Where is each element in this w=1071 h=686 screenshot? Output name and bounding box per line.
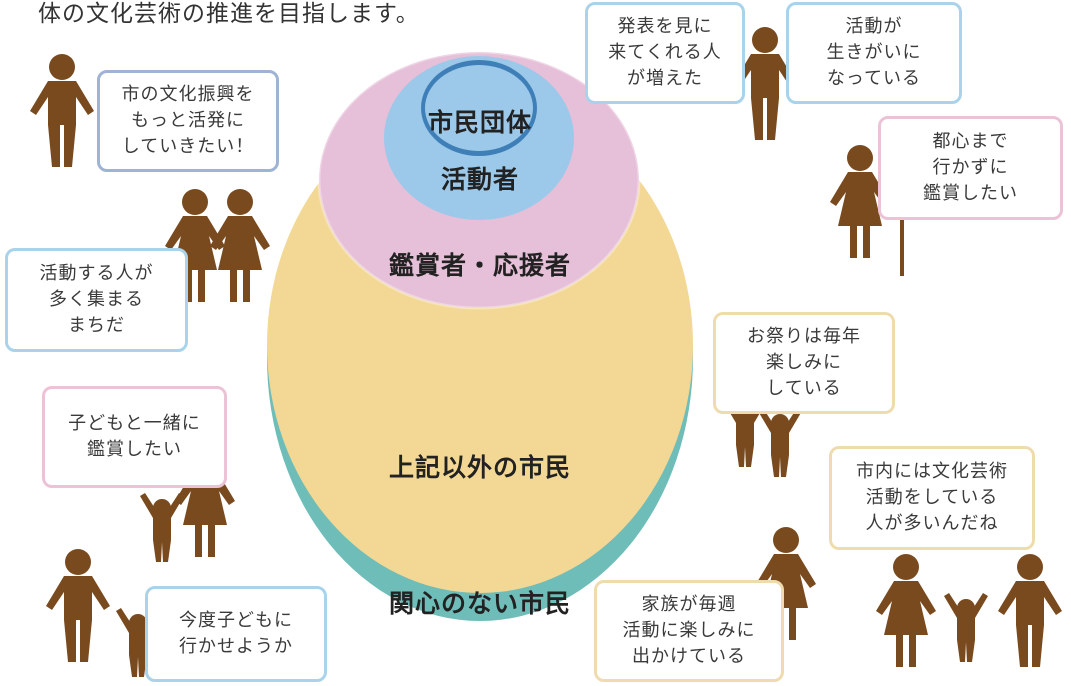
woman-icon	[210, 189, 270, 302]
ring-label-others: 上記以外の市民	[388, 453, 572, 482]
woman-icon	[876, 554, 936, 667]
ring-label-activists: 活動者	[440, 165, 520, 194]
bubble-promote-culture: 市の文化振興を もっと活発に していきたい！	[97, 70, 279, 172]
bubble-family-weekly: 家族が毎週 活動に楽しみに 出かけている	[594, 580, 784, 682]
bubble-festival: お祭りは毎年 楽しみに している	[713, 312, 895, 414]
ring-appreciators-edge	[317, 50, 641, 310]
person-icon	[30, 54, 94, 167]
bubble-many-active-people: 活動する人が 多く集まる まちだ	[5, 248, 188, 352]
bubble-next-time-children: 今度子どもに 行かせようか	[145, 586, 327, 682]
person-icon	[46, 549, 110, 662]
bubble-without-downtown: 都心まで 行かずに 鑑賞したい	[878, 116, 1063, 220]
child-icon	[944, 593, 988, 662]
person-icon	[998, 554, 1062, 667]
ring-label-uninterested: 関心のない市民	[388, 589, 572, 618]
bubble-more-visitors: 発表を見に 来てくれる人 が増えた	[585, 2, 745, 104]
ring-label-core: 市民団体	[427, 108, 533, 137]
child-icon	[758, 408, 802, 477]
bubble-with-children: 子どもと一緒に 鑑賞したい	[42, 386, 227, 488]
bubble-many-artists: 市内には文化芸術 活動をしている 人が多いんだね	[829, 446, 1035, 550]
ring-label-appreciators: 鑑賞者・応援者	[388, 251, 572, 280]
intro-text: 体の文化芸術の推進を目指します。	[38, 1, 420, 27]
ring-core-inner	[425, 65, 533, 151]
bubble-purpose-in-life: 活動が 生きがいに なっている	[786, 2, 962, 104]
child-icon	[140, 493, 184, 562]
